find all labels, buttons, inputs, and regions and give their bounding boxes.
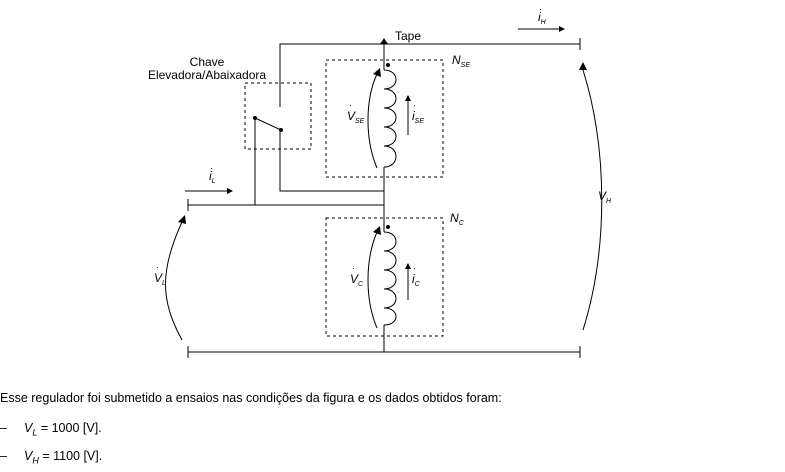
v-se-overdot: · xyxy=(349,100,352,110)
common-polarity-dot xyxy=(386,225,390,229)
i-l-arrowhead xyxy=(227,188,233,194)
v-c-label: VC xyxy=(350,272,364,288)
series-polarity-dot xyxy=(386,63,390,67)
n-c-label: NC xyxy=(450,211,465,227)
list-dash: – xyxy=(0,421,7,435)
variable-symbol: V xyxy=(24,449,33,463)
test-conditions-caption: Esse regulador foi submetido a ensaios n… xyxy=(0,391,502,405)
i-l-overdot: · xyxy=(210,163,213,173)
v-se-label: VSE xyxy=(347,109,365,125)
v-se-arc xyxy=(367,73,378,169)
i-h-overdot: · xyxy=(539,4,542,14)
switch-to-tap-wire xyxy=(279,130,384,192)
i-h-label: iH xyxy=(538,10,547,26)
tap-label: Tape xyxy=(395,29,421,43)
switch-contact xyxy=(279,128,283,132)
switch-pivot xyxy=(253,116,257,120)
switch-box xyxy=(244,82,312,150)
switch-label-line2: Elevadora/Abaixadora xyxy=(148,68,266,82)
v-h-overdot: · xyxy=(600,180,603,190)
variable-symbol: V xyxy=(24,421,33,435)
variable-value: = 1100 [V]. xyxy=(38,449,103,463)
series-coil xyxy=(383,69,397,168)
i-se-label: iSE xyxy=(412,109,424,125)
top-wire-arrowhead xyxy=(380,38,388,44)
list-item: – VH = 1100 [V]. xyxy=(0,449,102,466)
i-c-overdot: · xyxy=(413,263,416,273)
v-h-arrowhead xyxy=(579,62,587,70)
v-h-arc xyxy=(582,69,603,331)
list-dash: – xyxy=(0,449,7,463)
i-c-arrowhead xyxy=(405,263,411,269)
variable-value: = 1000 [V]. xyxy=(37,421,102,435)
i-c-label: iC xyxy=(412,272,421,288)
top-wire xyxy=(279,43,580,107)
series-winding-box xyxy=(325,59,444,178)
v-l-label: VL xyxy=(154,271,166,287)
i-l-label: iL xyxy=(209,169,216,185)
variable-subscript: L xyxy=(32,427,38,438)
v-c-overdot: · xyxy=(352,263,355,273)
switch-blade xyxy=(254,117,282,131)
v-l-arc xyxy=(165,221,183,341)
v-l-arrowhead xyxy=(178,215,186,224)
i-se-overdot: · xyxy=(413,100,416,110)
variable-subscript: H xyxy=(32,455,39,466)
list-item: – VL = 1000 [V]. xyxy=(0,421,102,438)
common-winding-box xyxy=(325,217,444,337)
v-se-arrowhead xyxy=(373,68,381,77)
i-se-arrowhead xyxy=(405,95,411,101)
v-c-arrowhead xyxy=(373,226,381,235)
v-c-arc xyxy=(367,231,378,329)
regulator-circuit-diagram: Chave Elevadora/Abaixadora Tape NSE NC ·… xyxy=(148,4,612,358)
common-coil xyxy=(383,231,397,326)
v-l-overdot: · xyxy=(156,262,159,272)
v-h-label: VH xyxy=(598,189,612,205)
n-se-label: NSE xyxy=(452,53,470,69)
i-h-arrowhead xyxy=(559,26,565,32)
switch-label-line1: Chave xyxy=(190,55,225,69)
